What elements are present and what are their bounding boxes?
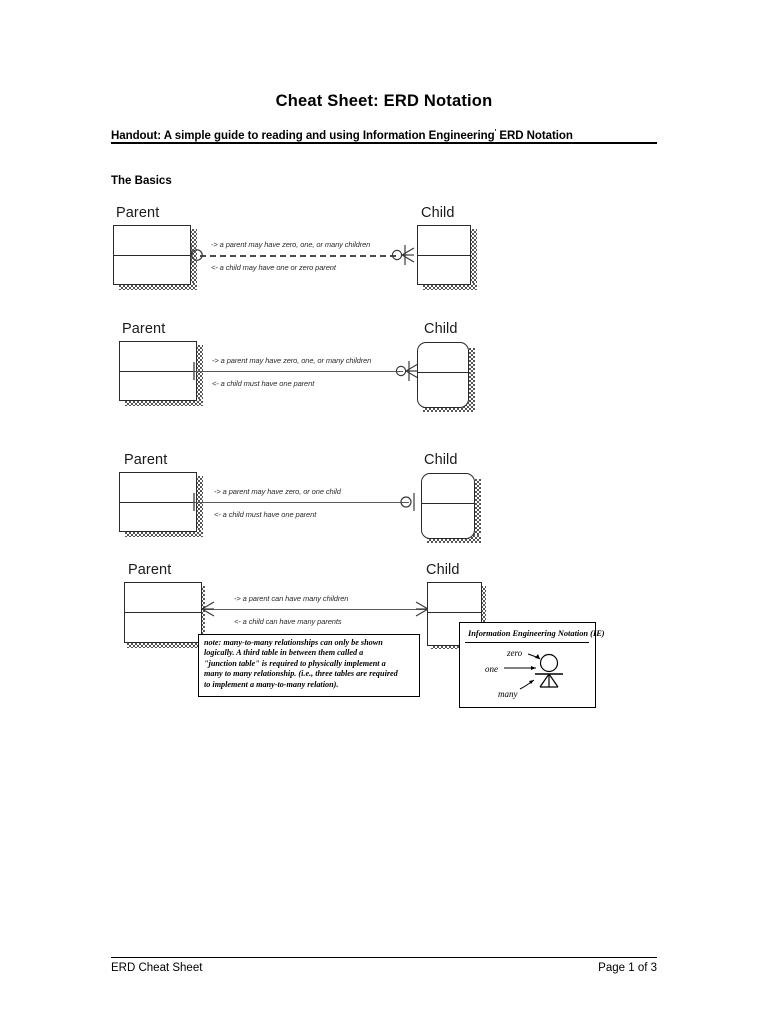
entity-label-child: Child xyxy=(424,321,458,337)
cardinality-many-child xyxy=(406,596,432,622)
entity-box-child xyxy=(417,225,471,285)
cardinality-zero-or-one-child xyxy=(400,489,426,515)
relationship-line xyxy=(200,255,396,257)
entity-divider xyxy=(428,612,481,613)
cardinality-many-parent xyxy=(198,596,224,622)
entity-shadow-bottom xyxy=(423,283,477,290)
footer-divider xyxy=(111,957,657,958)
entity-divider xyxy=(418,372,468,373)
relationship-label-bottom: <- a child can have many parents xyxy=(234,617,342,626)
entity-divider xyxy=(418,255,470,256)
entity-label-parent: Parent xyxy=(128,562,172,578)
note-line: many to many relationship. (i.e., three … xyxy=(204,669,398,679)
entity-divider xyxy=(125,612,201,613)
relationship-label-bottom: <- a child must have one parent xyxy=(214,510,317,519)
cardinality-one-parent xyxy=(186,489,212,515)
legend-label-zero: zero xyxy=(507,648,523,658)
legend-title: Information Engineering Notation (IE) xyxy=(468,629,605,638)
entity-shadow-right xyxy=(467,348,475,411)
entity-box-parent xyxy=(124,582,202,643)
entity-shadow-right xyxy=(473,479,481,542)
legend-label-one: one xyxy=(485,664,498,674)
entity-label-child: Child xyxy=(421,205,455,221)
relationship-label-top: -> a parent may have zero, one, or many … xyxy=(212,356,372,365)
entity-shadow-bottom xyxy=(127,641,205,648)
relationship-label-top: -> a parent may have zero, one, or many … xyxy=(211,240,371,249)
legend-title-divider xyxy=(465,642,589,643)
entity-divider xyxy=(120,371,196,372)
handout-subtitle-prefix: Handout: A simple guide to reading and u… xyxy=(111,130,495,142)
entity-divider xyxy=(114,255,190,256)
entity-label-child: Child xyxy=(424,452,458,468)
entity-shadow-right xyxy=(196,345,203,405)
handout-divider xyxy=(111,142,657,144)
relationship-label-top: -> a parent may have zero, or one child xyxy=(214,487,341,496)
entity-shadow-bottom xyxy=(125,399,203,406)
section-title-the-basics: The Basics xyxy=(111,175,172,187)
handout-subtitle-suffix: ERD Notation xyxy=(496,130,573,142)
entity-divider xyxy=(120,502,196,503)
entity-box-parent xyxy=(119,472,197,532)
entity-label-parent: Parent xyxy=(124,452,168,468)
cardinality-zero-one-or-many-child xyxy=(391,242,418,268)
entity-label-child: Child xyxy=(426,562,460,578)
entity-shadow-bottom xyxy=(119,283,197,290)
entity-shadow-right xyxy=(479,586,486,646)
entity-box-child xyxy=(421,473,475,539)
legend-information-engineering-notation: Information Engineering Notation (IE) ze… xyxy=(459,622,605,708)
footer-page-number: Page 1 of 3 xyxy=(598,962,657,974)
entity-shadow-bottom xyxy=(125,530,203,537)
footer-document-name: ERD Cheat Sheet xyxy=(111,962,203,974)
note-line: logically. A third table in between them… xyxy=(204,648,364,658)
entity-shadow-bottom xyxy=(423,404,475,412)
relationship-line xyxy=(204,609,428,610)
legend-cardinality-symbol xyxy=(504,653,563,690)
page-title: Cheat Sheet: ERD Notation xyxy=(275,92,493,110)
entity-box-child xyxy=(417,342,469,408)
legend-label-many: many xyxy=(498,689,518,699)
entity-shadow-bottom xyxy=(427,535,481,543)
relationship-label-bottom: <- a child must have one parent xyxy=(212,379,315,388)
entity-shadow-right xyxy=(470,229,477,289)
trademark-mark: ' xyxy=(494,129,497,137)
relationship-line xyxy=(193,371,403,372)
relationship-line xyxy=(193,502,409,503)
handout-subtitle: Handout: A simple guide to reading and u… xyxy=(111,126,657,144)
entity-label-parent: Parent xyxy=(116,205,160,221)
note-line: note: many-to-many relationships can onl… xyxy=(204,638,383,647)
entity-divider xyxy=(422,503,474,504)
entity-box-parent xyxy=(119,341,197,401)
relationship-label-bottom: <- a child may have one or zero parent xyxy=(211,263,336,272)
note-line: "junction table" is required to physical… xyxy=(204,658,386,668)
cardinality-one-parent xyxy=(186,358,212,384)
cardinality-zero-or-one-parent xyxy=(186,242,212,268)
note-box-many-to-many: note: many-to-many relationships can onl… xyxy=(198,634,420,697)
relationship-label-top: -> a parent can have many children xyxy=(234,594,349,603)
entity-shadow-right xyxy=(196,476,203,536)
note-line: to implement a many-to-many relation). xyxy=(204,679,339,689)
entity-box-parent xyxy=(113,225,191,285)
cardinality-zero-one-or-many-child xyxy=(395,358,422,384)
entity-label-parent: Parent xyxy=(122,321,166,337)
